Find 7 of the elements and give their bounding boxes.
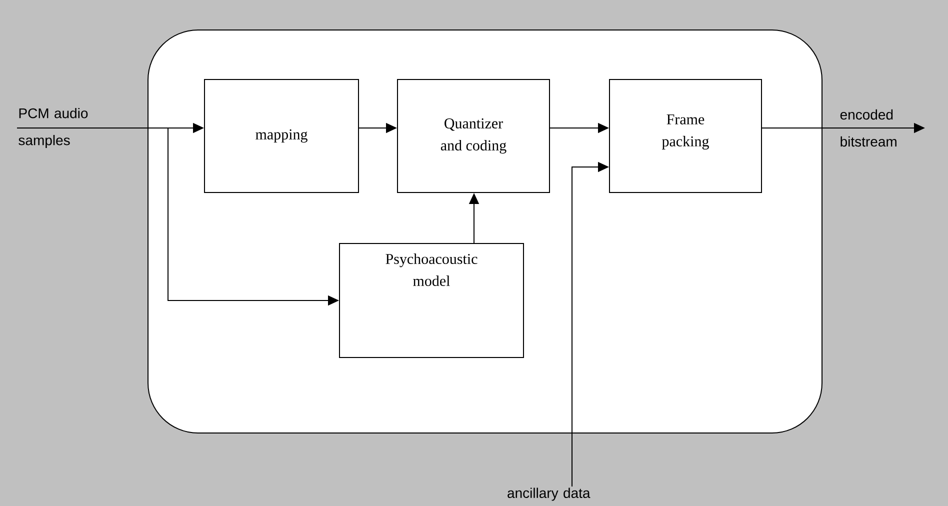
process-box: Frame packing bbox=[609, 79, 762, 193]
process-box: Psychoacoustic model bbox=[339, 243, 524, 358]
input-label: ancillary data bbox=[508, 488, 590, 501]
process-box: mapping bbox=[204, 79, 359, 193]
input-label: PCM audio samples bbox=[18, 108, 88, 148]
output-label: encoded bitstream bbox=[840, 109, 896, 147]
process-box: Quantizer and coding bbox=[397, 79, 550, 193]
